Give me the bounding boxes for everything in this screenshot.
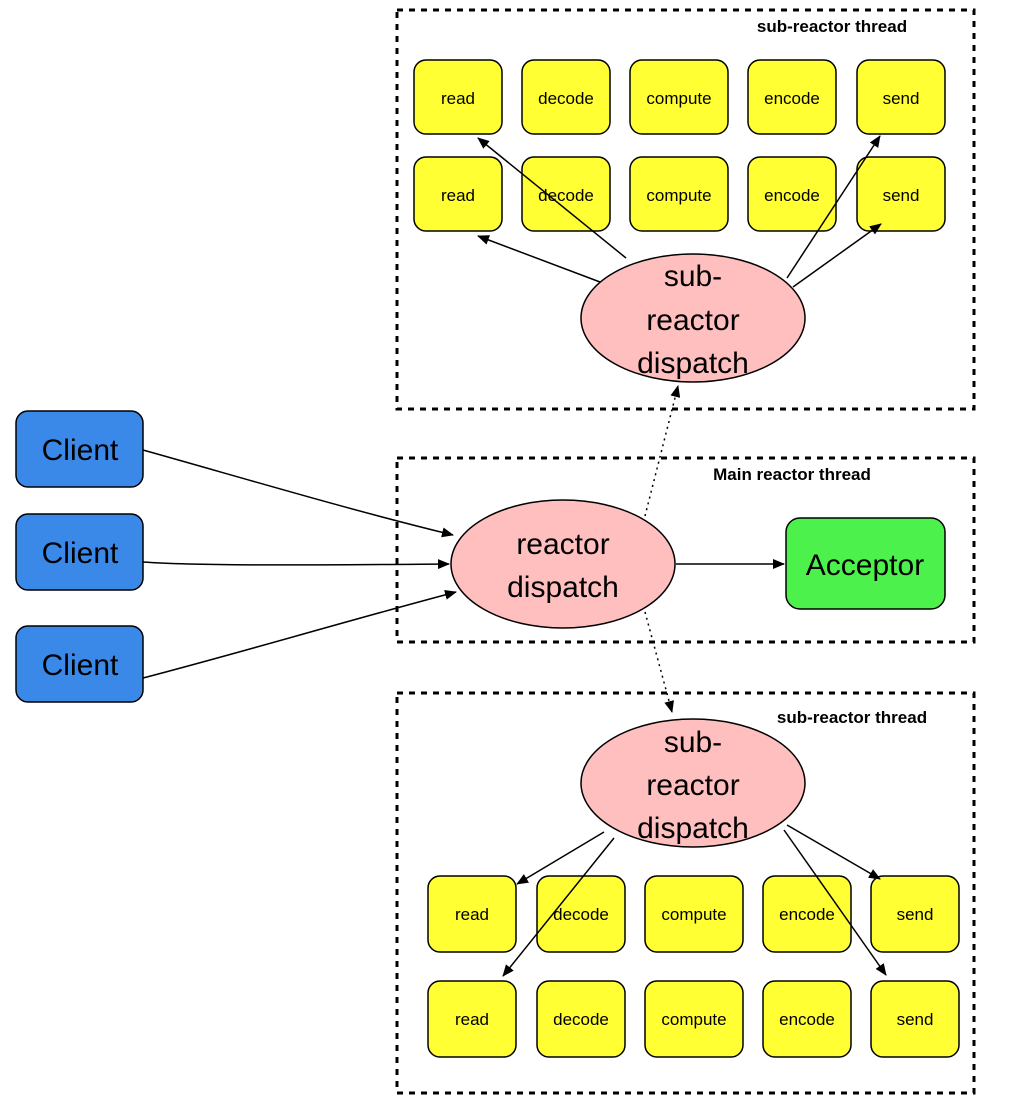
bottom-send-box-1 [870, 875, 960, 953]
bottom-read-box-2 [427, 980, 517, 1058]
top-encode-label-1: encode [764, 89, 820, 108]
client-1-arrow [142, 449, 454, 538]
bottom-encode-box-2 [762, 980, 852, 1058]
acceptor-label: Acceptor [806, 549, 924, 582]
top-row2: read decode compute encode send [413, 156, 946, 232]
top-compute-box-2 [629, 156, 729, 232]
client-box-1 [15, 410, 144, 488]
bottom-decode-box-2 [536, 980, 626, 1058]
top-send-label-1: send [883, 89, 920, 108]
top-dispatch-line-1: sub- [664, 260, 722, 293]
top-arrow-to-send-1 [786, 135, 881, 279]
top-dispatch-line-2: reactor [646, 304, 739, 337]
bottom-arrow-to-read-1 [516, 831, 605, 885]
top-thread-title: sub-reactor thread [757, 17, 907, 36]
bottom-sub-reactor-thread: sub-reactor thread read decode compute e… [395, 691, 976, 1095]
top-read-box-2 [413, 156, 503, 232]
top-dispatch-arrows [477, 135, 882, 288]
bottom-sub-reactor-dispatch [580, 718, 806, 848]
top-sub-reactor-dispatch [580, 253, 806, 383]
main-dispatch-line-2: dispatch [507, 571, 619, 604]
client-3-arrow [142, 589, 457, 679]
client-label-1: Client [42, 434, 119, 467]
bottom-arrow-to-read-2 [502, 837, 615, 977]
client-label-3: Client [42, 649, 119, 682]
top-sub-reactor-thread: sub-reactor thread read decode compute e… [395, 8, 976, 411]
bottom-encode-label-1: encode [779, 905, 835, 924]
top-encode-box-2 [747, 156, 837, 232]
bottom-compute-box-2 [644, 980, 744, 1058]
main-dispatch-line-1: reactor [516, 528, 609, 561]
bottom-read-box-1 [427, 875, 517, 953]
dotted-links [644, 385, 681, 713]
top-read-label-1: read [441, 89, 475, 108]
bottom-compute-label-2: compute [661, 1010, 726, 1029]
bottom-thread-border [395, 691, 976, 1095]
top-compute-label-2: compute [646, 186, 711, 205]
top-row1: read decode compute encode send [413, 59, 946, 135]
bottom-send-label-2: send [897, 1010, 934, 1029]
top-decode-label-1: decode [538, 89, 594, 108]
top-decode-box-2 [521, 156, 611, 232]
bottom-read-label-1: read [455, 905, 489, 924]
acceptor-box [785, 517, 946, 610]
bottom-dispatch-arrows [502, 824, 887, 977]
top-send-label-2: send [883, 186, 920, 205]
top-encode-box-1 [747, 59, 837, 135]
top-dispatch-line-3: dispatch [637, 347, 749, 380]
bottom-arrow-to-send-1 [786, 824, 881, 880]
client-arrows [142, 449, 457, 679]
bottom-send-label-1: send [897, 905, 934, 924]
bottom-dispatch-line-3: dispatch [637, 812, 749, 845]
top-read-box-1 [413, 59, 503, 135]
main-thread-title: Main reactor thread [713, 465, 871, 484]
dotted-arrow-to-top-sub [644, 385, 681, 517]
top-read-label-2: read [441, 186, 475, 205]
clients: Client Client Client [15, 410, 457, 703]
top-send-box-1 [856, 59, 946, 135]
bottom-thread-title: sub-reactor thread [777, 708, 927, 727]
bottom-dispatch-line-1: sub- [664, 726, 722, 759]
bottom-compute-box-1 [644, 875, 744, 953]
client-2-arrow [142, 559, 450, 570]
top-encode-label-2: encode [764, 186, 820, 205]
bottom-encode-label-2: encode [779, 1010, 835, 1029]
main-reactor-thread: Main reactor thread reactor dispatch Acc… [395, 456, 976, 644]
top-compute-box-1 [629, 59, 729, 135]
bottom-decode-box-1 [536, 875, 626, 953]
top-thread-border [395, 8, 976, 411]
top-arrow-to-read-2 [477, 235, 601, 283]
bottom-decode-label-2: decode [553, 1010, 609, 1029]
bottom-arrow-to-send-2 [783, 829, 887, 976]
top-arrow-to-read-1 [477, 137, 627, 259]
top-send-box-2 [856, 156, 946, 232]
top-decode-label-2: decode [538, 186, 594, 205]
client-box-2 [15, 513, 144, 591]
bottom-decode-label-1: decode [553, 905, 609, 924]
bottom-compute-label-1: compute [661, 905, 726, 924]
bottom-dispatch-line-2: reactor [646, 769, 739, 802]
client-label-2: Client [42, 537, 119, 570]
main-thread-border [395, 456, 976, 644]
top-compute-label-1: compute [646, 89, 711, 108]
bottom-row2: read decode compute encode send [427, 980, 960, 1058]
bottom-row1: read decode compute encode send [427, 875, 960, 953]
bottom-send-box-2 [870, 980, 960, 1058]
main-reactor-dispatch [450, 499, 676, 629]
client-box-3 [15, 625, 144, 703]
top-arrow-to-send-2 [792, 223, 882, 288]
top-decode-box-1 [521, 59, 611, 135]
dotted-arrow-to-bottom-sub [644, 611, 674, 713]
bottom-read-label-2: read [455, 1010, 489, 1029]
